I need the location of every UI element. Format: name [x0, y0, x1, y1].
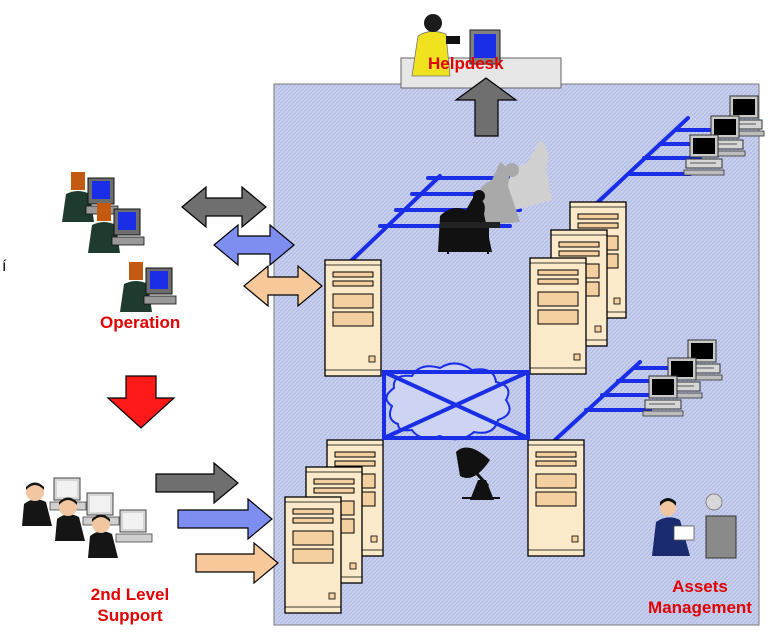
assets-management-label: Assets Management	[638, 576, 762, 618]
second-level-line1: 2nd Level	[90, 585, 170, 604]
peach-double-arrow	[243, 264, 323, 308]
assets-line2: Management	[648, 598, 752, 617]
tower-server-icon	[324, 259, 382, 377]
helpdesk-operator-icon	[400, 14, 562, 89]
blue-double-arrow	[213, 223, 295, 267]
gray-double-arrow	[181, 185, 267, 229]
second-level-support-label: 2nd Level Support	[70, 584, 190, 626]
assets-line1: Assets	[672, 577, 728, 596]
gray-right-arrow	[155, 461, 239, 505]
assets-manager-icon	[652, 493, 737, 559]
satellite-dish-icon	[456, 447, 500, 500]
helpdesk-label: Helpdesk	[428, 54, 504, 73]
meeting-silhouette-icon	[438, 140, 552, 254]
stray-glyph: í	[2, 258, 7, 275]
red-down-arrow	[106, 375, 176, 429]
second-level-line2: Support	[97, 606, 163, 625]
tower-server-icon	[527, 439, 585, 557]
wan-links	[382, 370, 530, 440]
support-team-icon	[21, 477, 153, 559]
peach-right-arrow	[195, 541, 279, 585]
blue-right-arrow	[177, 497, 273, 541]
up-arrow-to-helpdesk	[454, 77, 518, 137]
operation-team-icon	[61, 171, 177, 313]
operation-label: Operation	[100, 313, 181, 332]
